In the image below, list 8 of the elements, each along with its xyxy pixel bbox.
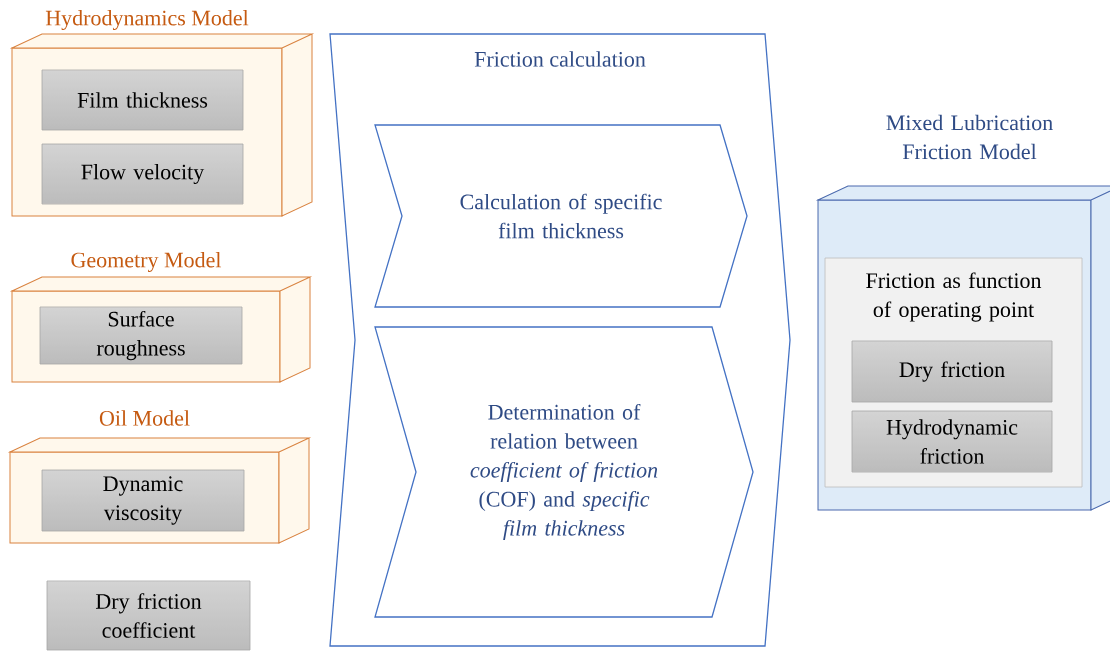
box-heading: Geometry Model bbox=[71, 252, 222, 272]
box-heading: Oil Model bbox=[99, 410, 190, 426]
step-chevron: Determination of relation between coefficient of friction (COF) and specific film thickness bbox=[374, 326, 754, 618]
frame-heading: Friction calculation bbox=[474, 51, 646, 67]
parameter-box: Dry friction coefficient bbox=[46, 580, 251, 651]
step-chevron: Calculation of specific film thickness bbox=[374, 124, 748, 308]
box-heading: Hydrodynamics Model bbox=[45, 10, 249, 30]
box-heading: Mixed Lubrication Friction Model bbox=[886, 114, 1053, 160]
